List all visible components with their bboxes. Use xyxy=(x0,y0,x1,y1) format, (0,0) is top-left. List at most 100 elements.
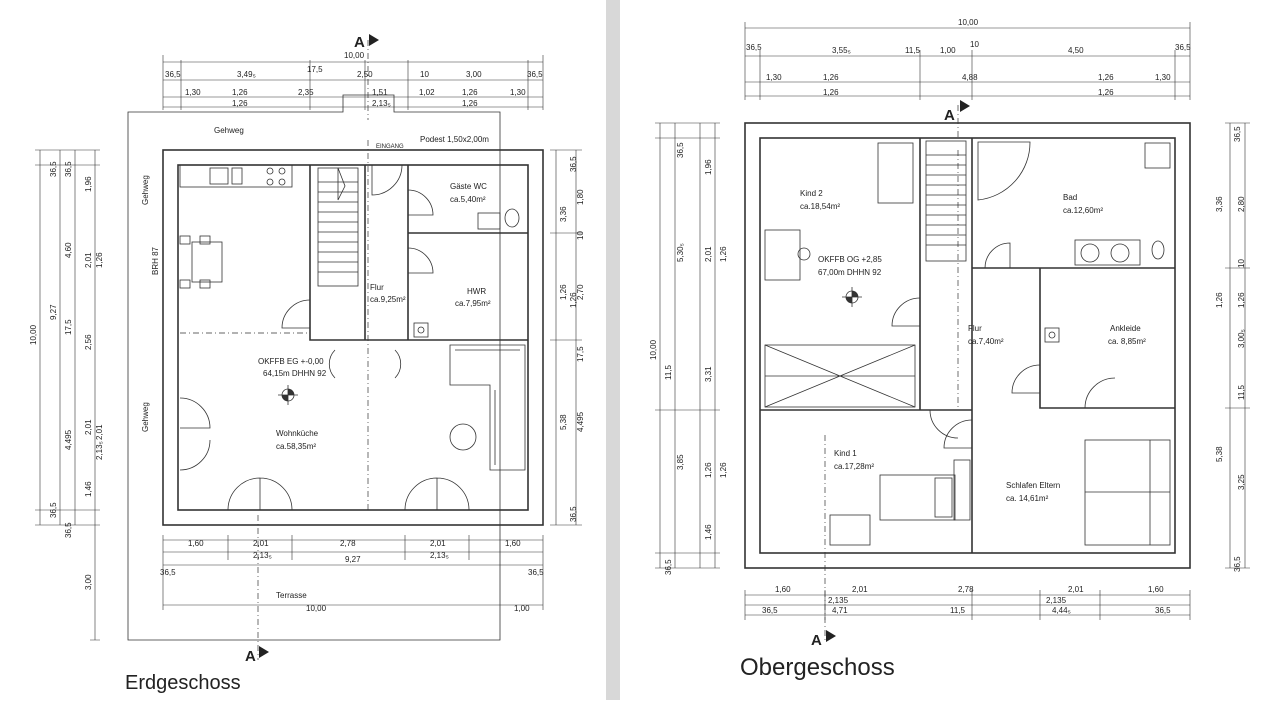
eg-dim-left2: 36,5 xyxy=(64,522,73,538)
og-section-arrow-bottom xyxy=(826,630,836,642)
og-dim-top-total: 10,00 xyxy=(958,18,979,27)
og-dim-left3: 1,26 xyxy=(704,462,713,478)
eg-dim-bottom1: 2,01 xyxy=(253,539,269,548)
og-dim-bottom1: 1,60 xyxy=(1148,585,1164,594)
og-dim-bottom2: 2,135 xyxy=(828,596,849,605)
eg-dim-right2: 3,36 xyxy=(559,206,568,222)
eg-round-table xyxy=(449,423,477,451)
og-bed-eltern xyxy=(1084,439,1171,546)
og-level-marker xyxy=(842,287,862,307)
og-dim-right1: 5,38 xyxy=(1215,446,1224,462)
og-dim-top2: 1,30 xyxy=(1155,73,1171,82)
og-label-flur-area: ca.7,40m² xyxy=(968,337,1004,346)
eg-label-flur-area: ca.9,25m² xyxy=(370,295,406,304)
og-label-schlafen: Schlafen Eltern xyxy=(1006,481,1060,490)
og-dim-right1: 3,36 xyxy=(1215,196,1224,212)
eg-dim-left3: 36,5 xyxy=(64,161,73,177)
og-dim-left2: 36,5 xyxy=(664,559,673,575)
og-dim-left3: 2,01 xyxy=(704,246,713,262)
og-dim-bottom3: 36,5 xyxy=(762,606,778,615)
eg-dim-top3: 1,26 xyxy=(232,99,248,108)
eg-dim-left5: 3,00 xyxy=(84,574,93,590)
eg-dim-top-total: 10,00 xyxy=(344,51,365,60)
og-furniture xyxy=(764,142,1171,546)
eg-dim-top2: 1,26 xyxy=(232,88,248,97)
og-dim-left4: 1,26 xyxy=(719,462,728,478)
og-dim-top2: 1,26 xyxy=(823,73,839,82)
eg-dim-bottom1: 2,01 xyxy=(430,539,446,548)
eg-dim-left2: 4,495 xyxy=(64,429,73,450)
og-dim-top1: 36,5 xyxy=(746,43,762,52)
og-dim-bottom3: 36,5 xyxy=(1155,606,1171,615)
og-dim-top1: 1,00 xyxy=(940,46,956,55)
og-dim-bottom3: 4,71 xyxy=(832,606,848,615)
eg-label-gaeste-wc: Gäste WC xyxy=(450,182,487,191)
og-section-label-bottom: A xyxy=(811,632,822,649)
eg-dim-right1: 36,5 xyxy=(569,156,578,172)
og-dim-right2: 1,26 xyxy=(1237,292,1246,308)
eg-dim-left2: 9,27 xyxy=(49,304,58,320)
eg-label-brh: BRH 87 xyxy=(151,246,160,275)
og-label-kind1-area: ca.17,28m² xyxy=(834,462,874,471)
og-dim-top1: 10 xyxy=(970,40,979,49)
eg-dim-top1: 3,49₅ xyxy=(237,70,256,79)
og-dim-top2: 1,26 xyxy=(1098,73,1114,82)
eg-dim-bottom3: 36,5 xyxy=(528,568,544,577)
og-label-kind1: Kind 1 xyxy=(834,449,857,458)
og-dimension-lines xyxy=(655,22,1250,620)
eg-section-line xyxy=(257,40,369,660)
og-dim-left1: 10,00 xyxy=(649,339,658,360)
eg-label-gehweg-left1: Gehweg xyxy=(141,175,150,205)
og-wall-ankleide xyxy=(1039,268,1175,409)
eg-dim-left2: 17,5 xyxy=(64,319,73,335)
eg-dim-right2: 5,38 xyxy=(559,414,568,430)
eg-dim-left1: 10,00 xyxy=(29,324,38,345)
eg-dim-top2: 1,26 xyxy=(462,88,478,97)
og-dim-left2: 5,30₅ xyxy=(676,243,685,262)
eg-dim-bottom1: 1,60 xyxy=(188,539,204,548)
og-dim-top1: 4,50 xyxy=(1068,46,1084,55)
eg-label-gehweg-left2: Gehweg xyxy=(141,402,150,432)
og-bed-kind1 xyxy=(879,474,956,521)
eg-dimension-lines xyxy=(35,55,582,641)
og-title: Obergeschoss xyxy=(740,654,895,681)
eg-dim-top2: 1,51 xyxy=(372,88,388,97)
eg-dim-left4: 1,26 xyxy=(95,252,104,268)
eg-label-terrasse: Terrasse xyxy=(276,591,307,600)
eg-section-arrow-bottom xyxy=(259,646,269,658)
eg-label-eingang: EINGANG xyxy=(376,144,404,150)
og-dim-left4: 1,26 xyxy=(719,246,728,262)
og-desk-kind1 xyxy=(829,514,871,546)
og-dim-right2: 2,80 xyxy=(1237,196,1246,212)
eg-dim-left4: 1,96 xyxy=(84,176,93,192)
og-dim-bottom1: 2,01 xyxy=(1068,585,1084,594)
eg-section-label-bottom: A xyxy=(245,648,256,665)
og-label-kind2: Kind 2 xyxy=(800,189,823,198)
eg-label-wohnkueche: Wohnküche xyxy=(276,429,319,438)
eg-stairs xyxy=(317,167,359,287)
eg-label-gehweg-top: Gehweg xyxy=(214,126,244,135)
og-label-kind2-area: ca.18,54m² xyxy=(800,202,840,211)
eg-dim-left3: 2,01 xyxy=(84,419,93,435)
eg-section-label-top: A xyxy=(354,34,365,51)
eg-title: Erdgeschoss xyxy=(125,672,241,694)
eg-dim-top1: 2,50 xyxy=(357,70,373,79)
eg-dim-right1: 1,80 xyxy=(576,189,585,205)
ground-floor-plan: A A Gehweg Gehweg Gehweg BRH 87 Podest 1… xyxy=(29,34,585,694)
eg-dim-right1: 2,70 xyxy=(576,284,585,300)
og-dim-right1: 1,26 xyxy=(1215,292,1224,308)
eg-inner-wall xyxy=(177,164,529,511)
og-label-okffb: OKFFB OG +2,85 xyxy=(818,255,882,264)
eg-label-gaeste-wc-area: ca.5,40m² xyxy=(450,195,486,204)
og-dim-bottom1: 1,60 xyxy=(775,585,791,594)
eg-label-okffb-height: 64,15m DHHN 92 xyxy=(263,369,327,378)
eg-dim-top3: 2,13₅ xyxy=(372,99,391,108)
eg-label-okffb: OKFFB EG +-0,00 xyxy=(258,357,324,366)
page-divider xyxy=(606,0,620,700)
og-dim-top2: 4,88 xyxy=(962,73,978,82)
og-dim-left2: 11,5 xyxy=(664,364,673,380)
og-label-ankleide-area: ca. 8,85m² xyxy=(1108,337,1146,346)
og-dim-top1: 36,5 xyxy=(1175,43,1191,52)
